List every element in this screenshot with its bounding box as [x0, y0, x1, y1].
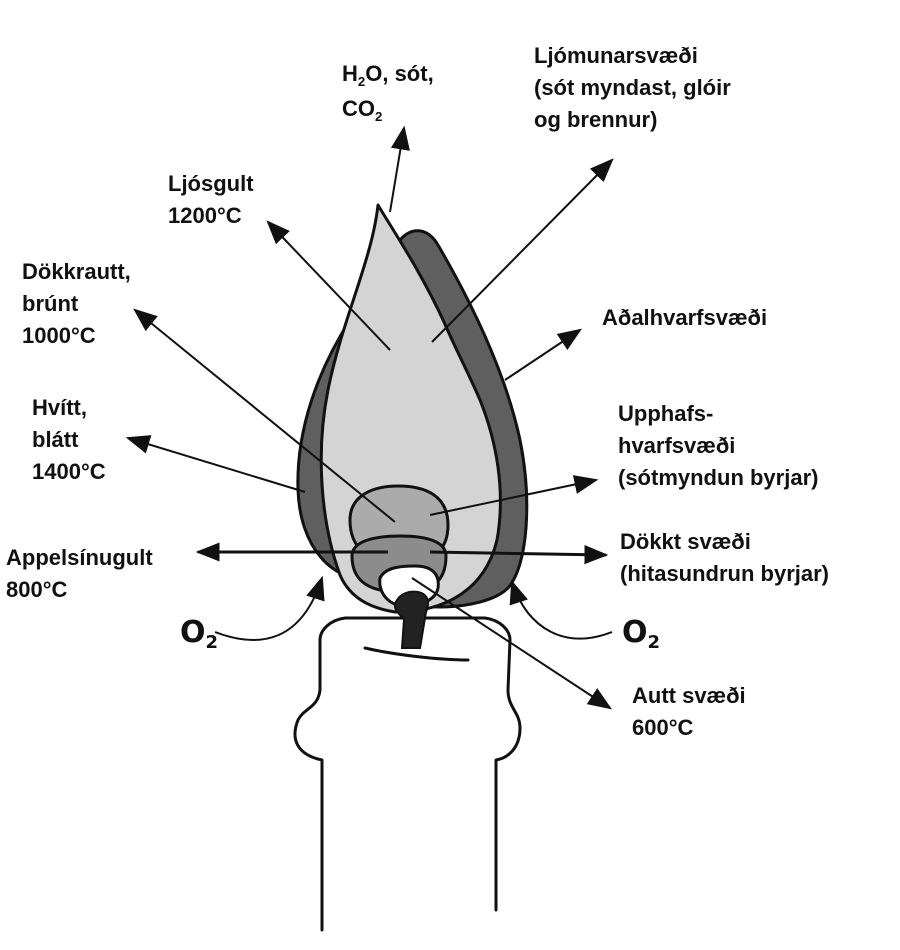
label-main-reaction-zone: Aðalhvarfsvæði	[602, 305, 768, 330]
label-products: H2O, sót, CO2	[342, 61, 434, 124]
arrow-dark-zone	[429, 545, 609, 565]
wick	[393, 590, 429, 649]
label-white-blue: Hvítt, blátt 1400°C	[32, 395, 106, 484]
arrow-light-yellow	[266, 220, 391, 351]
arrow-oxygen-right	[509, 579, 613, 640]
label-dark-red-brown: Dökkrautt, brúnt 1000°C	[22, 259, 131, 348]
label-initial-reaction-zone: Upphafs- hvarfsvæði (sótmyndun byrjar)	[618, 401, 819, 490]
label-oxygen-right: O2	[622, 615, 661, 654]
arrow-empty-zone	[411, 577, 613, 710]
candle-wax-pool-line	[363, 646, 470, 662]
label-luminous-zone: Ljómunarsvæði (sót myndast, glóir og bre…	[534, 43, 731, 132]
arrow-products	[389, 125, 410, 213]
arrow-luminous-zone	[431, 158, 614, 343]
arrow-oxygen-left	[214, 575, 325, 641]
arrow-main-reaction-zone	[504, 328, 582, 381]
label-orange: Appelsínugult 800°C	[6, 545, 153, 602]
arrow-dark-red-brown	[133, 308, 396, 523]
label-light-yellow: Ljósgult 1200°C	[168, 171, 254, 228]
label-empty-zone: Autt svæði 600°C	[632, 683, 746, 740]
candle-body	[293, 616, 522, 932]
label-dark-zone: Dökkt svæði (hitasundrun byrjar)	[620, 529, 830, 586]
arrow-white-blue	[125, 435, 306, 493]
arrow-initial-reaction-zone	[429, 475, 599, 516]
label-oxygen-left: O2	[180, 615, 219, 654]
